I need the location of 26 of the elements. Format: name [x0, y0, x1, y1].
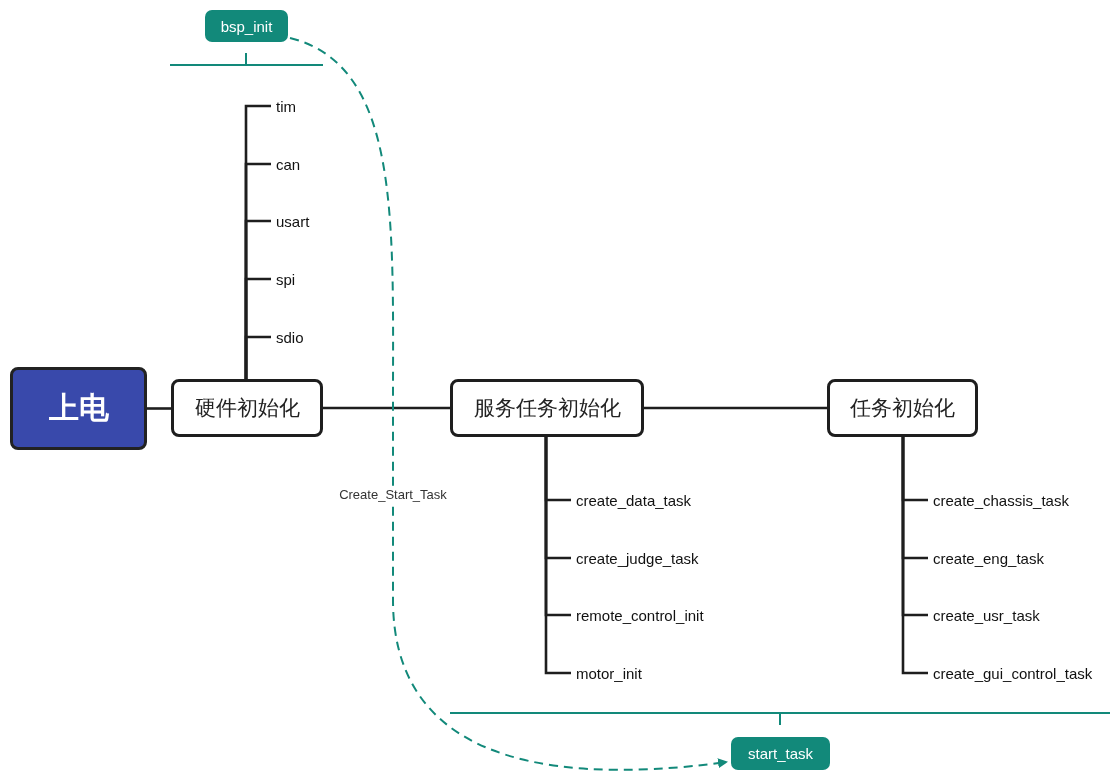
connector-line: [644, 406, 827, 410]
function-name: tim: [276, 96, 316, 116]
connector-line: [323, 406, 450, 410]
function-name: sdio: [276, 327, 316, 347]
connector-line: [244, 335, 271, 379]
connector-line: [901, 437, 928, 675]
function-name: create_judge_task: [576, 548, 726, 568]
function-name: motor_init: [576, 663, 676, 683]
start-box: 上电: [10, 367, 147, 450]
function-name: create_data_task: [576, 490, 716, 510]
process-box: 硬件初始化: [171, 379, 323, 437]
process-box: 任务初始化: [827, 379, 978, 437]
connector-line: [147, 407, 171, 410]
function-name: usart: [276, 211, 326, 231]
function-name: create_gui_control_task: [933, 663, 1108, 683]
connector-line: [544, 437, 571, 675]
function-name: can: [276, 154, 316, 174]
function-name: spi: [276, 269, 306, 289]
function-tag: start_task: [731, 737, 830, 770]
function-tag: bsp_init: [205, 10, 288, 42]
arrow: [289, 37, 728, 771]
function-name: remote_control_init: [576, 605, 736, 625]
function-name: create_eng_task: [933, 548, 1073, 568]
function-name: create_usr_task: [933, 605, 1073, 625]
function-name: create_chassis_task: [933, 490, 1098, 510]
process-box: 服务任务初始化: [450, 379, 644, 437]
